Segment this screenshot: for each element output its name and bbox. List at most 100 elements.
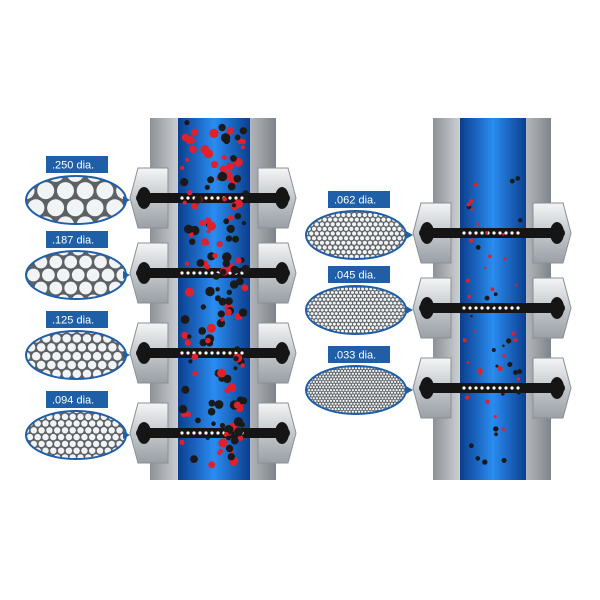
black-particle [207, 407, 216, 416]
red-particle [218, 438, 228, 448]
black-particle [241, 264, 250, 274]
svg-text:.062 dia.: .062 dia. [334, 195, 376, 207]
pipe-flange [129, 167, 297, 229]
black-particle [242, 190, 249, 197]
red-particle [191, 203, 198, 210]
black-particle [214, 400, 224, 409]
red-particle [469, 199, 474, 204]
black-particle [227, 182, 236, 191]
red-particle [503, 257, 507, 261]
black-particle [501, 392, 505, 396]
red-particle [235, 257, 242, 264]
black-particle [184, 120, 190, 126]
black-particle [205, 286, 215, 297]
black-particle [229, 280, 239, 289]
red-particle [185, 287, 195, 297]
red-particle [191, 128, 199, 136]
svg-text:.187 dia.: .187 dia. [52, 235, 94, 247]
pipe-flange [412, 277, 572, 339]
black-particle [218, 297, 227, 306]
black-particle [225, 297, 233, 305]
black-particle [241, 221, 246, 226]
red-particle [200, 145, 210, 155]
black-particle [506, 338, 512, 344]
red-particle [473, 330, 476, 333]
black-particle [233, 366, 238, 371]
red-particle [488, 254, 492, 259]
hole-diameter-label: .250 dia. [46, 156, 108, 173]
black-particle [232, 235, 240, 243]
black-particle [234, 346, 241, 353]
red-particle [184, 339, 192, 347]
black-particle [195, 417, 201, 424]
black-particle [501, 458, 507, 463]
black-particle [239, 127, 248, 135]
red-particle [462, 338, 467, 343]
black-particle [495, 364, 499, 368]
black-particle [196, 259, 205, 267]
black-particle [218, 123, 226, 132]
red-particle [199, 219, 206, 226]
red-particle [189, 145, 197, 153]
black-particle [215, 287, 220, 292]
black-particle [484, 295, 490, 301]
red-particle [470, 208, 474, 211]
red-particle [466, 202, 471, 207]
connector-arrow [406, 231, 413, 239]
red-particle [188, 137, 195, 144]
connector-arrow [406, 306, 413, 314]
hole-diameter-label: .045 dia. [328, 266, 390, 283]
red-particle [185, 411, 192, 418]
hole-diameter-label: .062 dia. [328, 191, 390, 208]
red-particle [497, 365, 503, 372]
red-particle [240, 139, 246, 145]
hole-diameter-label: .033 dia. [328, 346, 390, 363]
black-particle [226, 435, 231, 441]
black-particle [194, 195, 202, 204]
screen-sample-right-2 [305, 285, 407, 335]
black-particle [217, 171, 228, 182]
black-particle [230, 265, 239, 275]
black-particle [239, 421, 245, 428]
black-particle [494, 432, 498, 437]
pipe-flange [129, 402, 297, 464]
black-particle [513, 370, 519, 375]
black-particle [233, 174, 242, 183]
red-particle [224, 308, 232, 316]
black-particle [205, 436, 210, 440]
black-particle [181, 385, 190, 394]
red-particle [216, 240, 223, 248]
black-particle [224, 375, 230, 380]
red-particle [205, 337, 211, 344]
black-particle [225, 444, 234, 453]
black-particle [220, 268, 227, 276]
black-particle [464, 303, 470, 308]
black-particle [475, 456, 481, 461]
red-particle [501, 233, 505, 236]
black-particle [204, 184, 210, 190]
pipe-flange [412, 202, 572, 264]
black-particle [502, 344, 505, 348]
svg-text:.033 dia.: .033 dia. [334, 350, 376, 362]
red-particle [228, 215, 234, 221]
svg-text:.125 dia.: .125 dia. [52, 315, 94, 327]
red-particle [209, 128, 219, 138]
black-particle [475, 245, 481, 250]
red-particle [206, 323, 216, 333]
particles-left [178, 120, 250, 469]
red-particle [484, 266, 487, 270]
black-particle [517, 369, 523, 374]
black-particle [234, 213, 242, 220]
pipe-flange [412, 357, 572, 419]
black-particle [217, 310, 225, 318]
red-particle [502, 353, 506, 358]
red-particle [241, 284, 249, 292]
black-particle [470, 315, 473, 318]
black-particle [198, 327, 206, 335]
red-particle [226, 162, 235, 171]
red-particle [220, 317, 225, 322]
pipe-left [25, 118, 297, 480]
red-particle [221, 155, 227, 160]
black-particle [227, 453, 235, 461]
